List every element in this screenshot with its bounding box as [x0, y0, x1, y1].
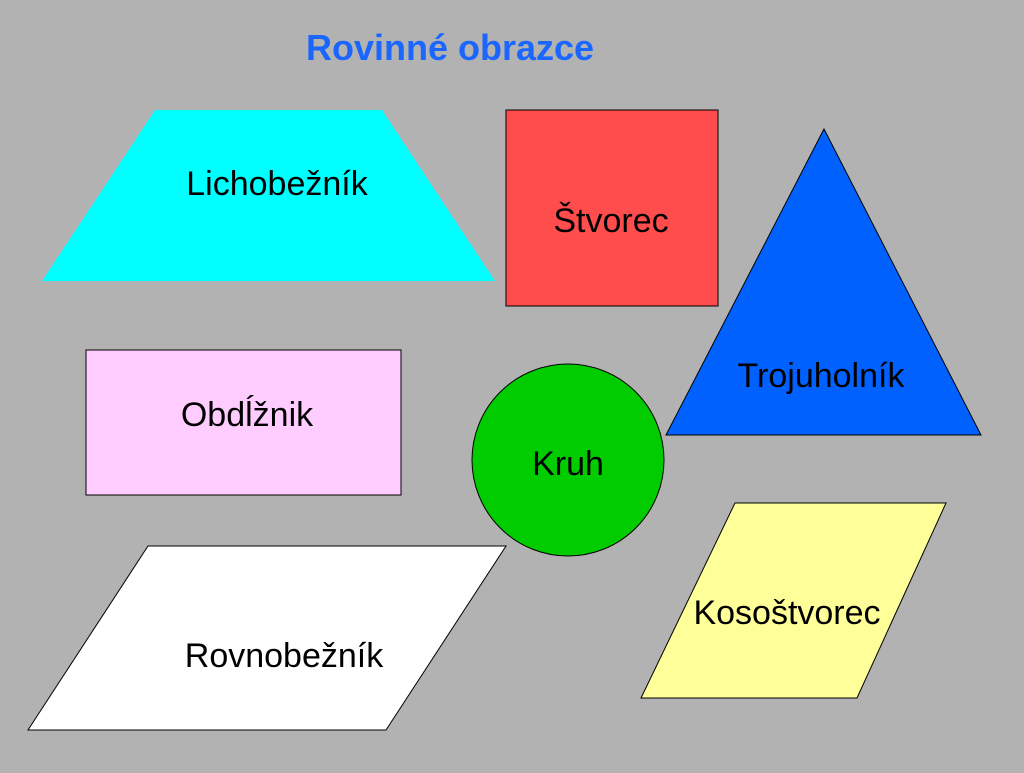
rectangle-shape — [85, 349, 402, 496]
rhombus-label: Kosoštvorec — [693, 594, 880, 632]
rectangle-label: Obdĺžnik — [181, 395, 314, 434]
triangle-label: Trojuholník — [738, 357, 906, 395]
square-shape — [505, 109, 719, 307]
triangle-shape — [665, 127, 982, 436]
rhombus-shape — [640, 502, 947, 699]
parallelogram-label: Rovnobežník — [185, 637, 384, 675]
trapezoid-label: Lichobežník — [186, 165, 368, 203]
circle-label: Kruh — [532, 445, 604, 483]
square-label: Štvorec — [553, 202, 668, 240]
slide-title: Rovinné obrazce — [306, 27, 594, 68]
trapezoid-shape — [42, 110, 495, 281]
parallelogram-shape — [27, 545, 507, 731]
circle-shape — [471, 363, 665, 557]
